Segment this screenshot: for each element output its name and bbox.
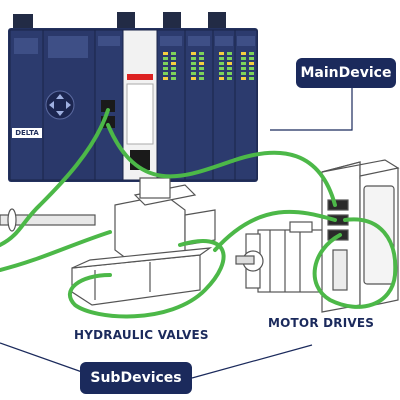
status-led [191,57,196,60]
status-led [219,52,224,55]
rack-mount-tab [13,14,33,30]
status-led [227,57,232,60]
status-led [249,57,254,60]
manifold-top [71,247,213,269]
shaft-collar [7,208,17,232]
hydraulic-valve-assembly [0,177,216,306]
leader-main-device [270,86,353,131]
cable-drive-loop [312,217,398,309]
status-led [249,52,254,55]
status-led [199,72,204,75]
cable-left-to-valve [0,230,112,272]
cable-controller-left [0,108,110,247]
cable-valve-drive [213,209,337,252]
status-led [163,67,168,70]
status-led [227,62,232,65]
label-leader-lines [0,86,353,379]
warning-strip [127,74,153,80]
drive-port [327,199,349,211]
status-led [199,67,204,70]
status-led [163,52,168,55]
arrow-up-icon [56,94,64,99]
module-led-arrays [163,52,254,80]
status-led [241,72,246,75]
status-led [241,57,246,60]
ethercat-port [101,100,115,112]
valve-shaft [0,214,96,226]
rack-mount-tab [208,12,226,30]
status-led [171,57,176,60]
motor-connector [289,221,313,233]
arrow-left-icon [49,101,54,109]
brand-badge [12,128,42,138]
status-led [219,72,224,75]
drive-panel [363,185,395,285]
status-led [249,77,254,80]
status-led [163,72,168,75]
status-led [191,52,196,55]
motor-drive [321,159,400,313]
cable-controller-drive [106,123,337,207]
motor-shaft [235,255,255,265]
status-led [171,52,176,55]
status-led [191,67,196,70]
status-led [199,62,204,65]
brand-logo-text: DELTA [15,129,39,137]
status-led [241,52,246,55]
status-led [199,57,204,60]
status-led [191,72,196,75]
status-led [163,57,168,60]
status-led [163,77,168,80]
status-led [171,67,176,70]
status-led [241,67,246,70]
leader-sub-right [191,344,313,379]
status-led [249,67,254,70]
status-led [249,62,254,65]
terminal-label [126,83,154,145]
ethercat-cables [0,108,398,319]
status-led [227,72,232,75]
status-led [171,72,176,75]
cable-valve-loop [67,239,226,319]
status-led [219,67,224,70]
rack-mount-tab [117,12,135,30]
valve-side-block [184,209,216,246]
main-device-label: MainDevice [296,58,396,88]
status-led [241,62,246,65]
status-led [163,62,168,65]
power-module-label [14,38,38,54]
arrow-right-icon [66,101,71,109]
status-led [171,62,176,65]
rack-mount-tab [163,12,181,30]
status-led [227,67,232,70]
cpu-keypad [45,90,75,120]
valve-solenoid [139,177,171,199]
status-led [199,77,204,80]
status-led [219,57,224,60]
motor-drives-caption: MOTOR DRIVES [268,316,375,330]
status-led [199,52,204,55]
status-led [191,77,196,80]
status-led [227,52,232,55]
status-led [241,77,246,80]
status-led [227,77,232,80]
main-controller-rack [8,12,258,182]
status-led [191,62,196,65]
sub-devices-label: SubDevices [80,362,192,394]
status-led [249,72,254,75]
power-module [9,29,44,181]
status-led [219,62,224,65]
cpu-label-plate [48,36,88,58]
status-led [171,77,176,80]
leader-sub-left [0,342,83,373]
arrow-down-icon [56,111,64,116]
drive-terminal-block [332,249,348,291]
hydraulic-valves-caption: HYDRAULIC VALVES [74,328,209,342]
status-led [219,77,224,80]
